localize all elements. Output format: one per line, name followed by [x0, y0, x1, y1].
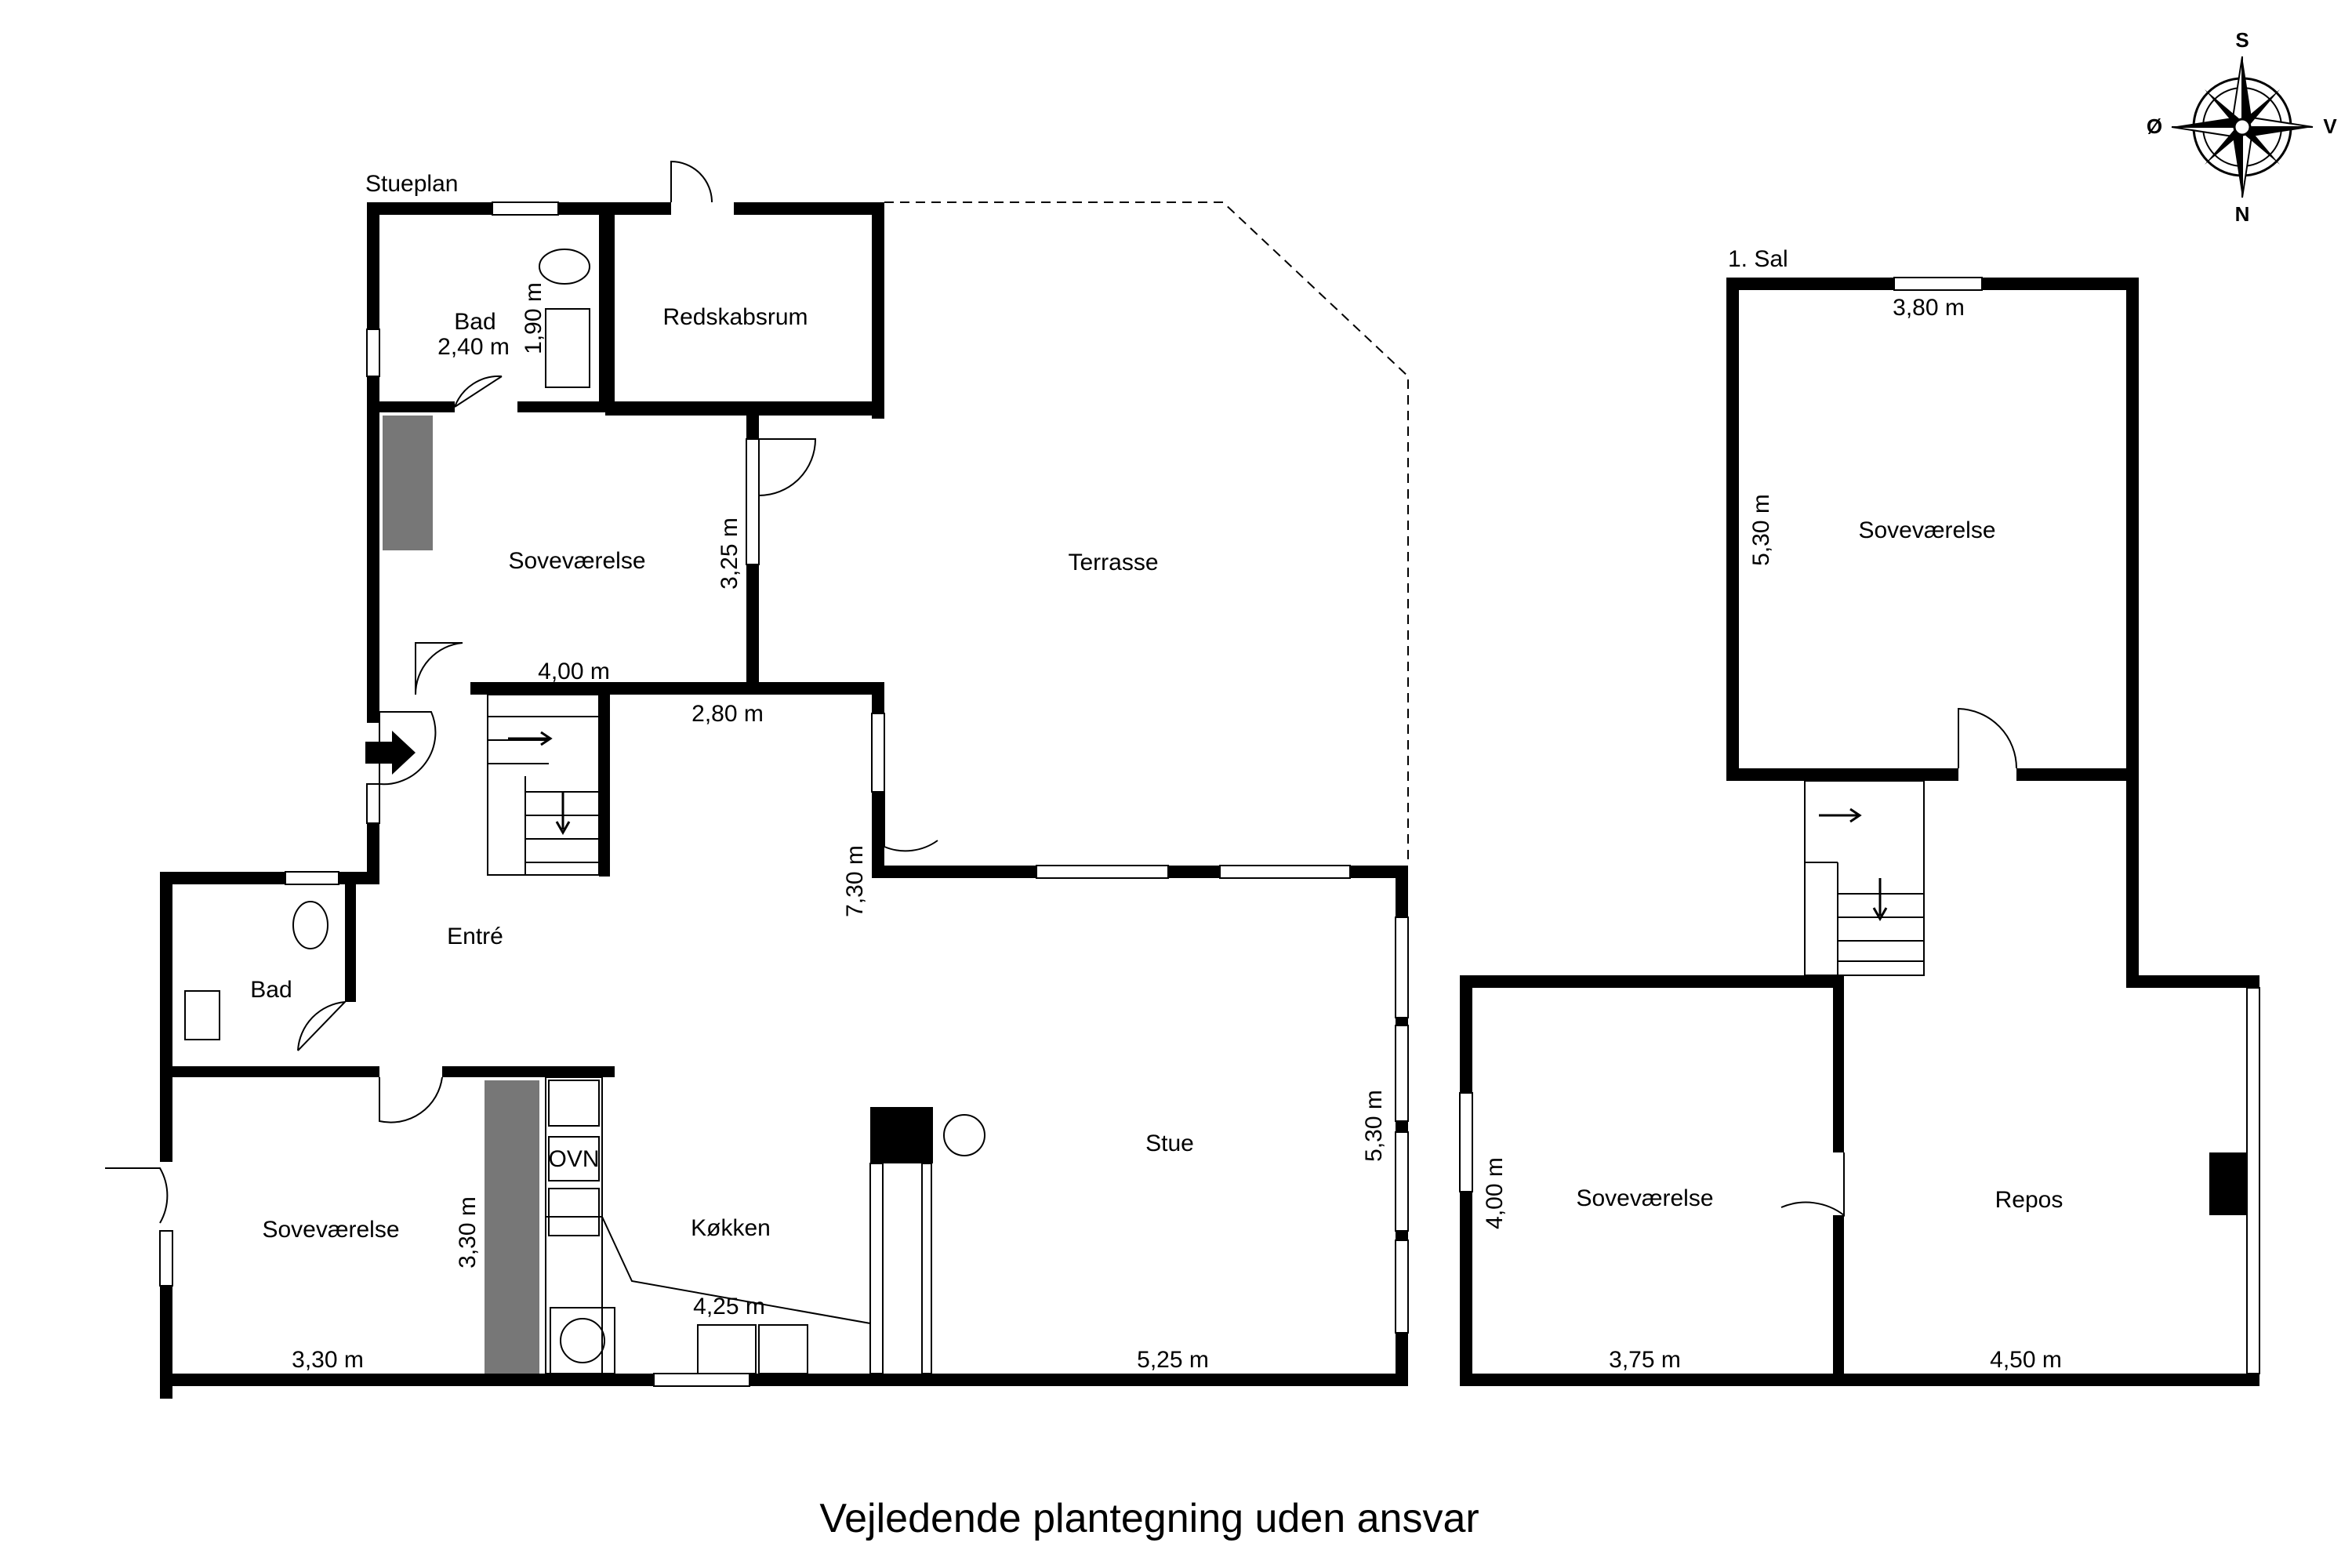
room-sovevaerelse-3: Soveværelse — [1858, 517, 1995, 543]
dim-sov2-h: 3,30 m — [455, 1196, 481, 1269]
dim-upper-sov2-w: 3,75 m — [1609, 1347, 1681, 1373]
room-redskabsrum: Redskabsrum — [662, 304, 808, 330]
room-sovevaerelse-2: Soveværelse — [262, 1217, 399, 1243]
dim-upper-sov-h: 5,30 m — [1748, 494, 1774, 566]
floor-label-first: 1. Sal — [1728, 246, 1788, 272]
dim-bad-h: 1,90 m — [521, 282, 546, 354]
room-bad-left: Bad — [250, 977, 292, 1003]
wardrobe-2 — [485, 1080, 539, 1374]
disclaimer: Vejledende plantegning uden ansvar — [819, 1496, 1479, 1541]
first-floor-doors — [1780, 707, 2017, 1218]
ground-floor-windows — [159, 201, 1409, 1387]
compass-n: N — [2235, 202, 2250, 226]
doors — [105, 160, 938, 1224]
dim-hall-w: 2,80 m — [691, 701, 764, 727]
compass-w: V — [2323, 114, 2337, 138]
floor-label-ground: Stueplan — [365, 171, 458, 197]
dim-bad-w: 2,40 m — [437, 334, 510, 360]
dim-koekken-w: 4,25 m — [693, 1294, 765, 1319]
room-repos: Repos — [1995, 1187, 2063, 1213]
room-stue: Stue — [1145, 1131, 1194, 1156]
compass-e: Ø — [2147, 114, 2162, 138]
dim-sov2-w: 3,30 m — [292, 1347, 364, 1373]
label-ovn: OVN — [548, 1146, 599, 1172]
first-floor-walls — [1460, 278, 2259, 1386]
dim-sov1-w: 4,00 m — [538, 659, 610, 684]
room-terrasse: Terrasse — [1068, 550, 1158, 575]
dim-stue-h: 5,30 m — [1361, 1090, 1387, 1162]
dim-stue-depth: 7,30 m — [842, 845, 868, 917]
wardrobe-1 — [383, 416, 433, 550]
kitchen-fixtures — [184, 249, 985, 1374]
room-bad-top: Bad — [454, 309, 495, 335]
stairs-first — [1804, 780, 1925, 976]
room-koekken: Køkken — [691, 1215, 771, 1241]
terrasse-outline — [884, 201, 1409, 866]
stairs-ground — [487, 694, 600, 876]
dim-upper-sov-w: 3,80 m — [1893, 295, 1965, 321]
room-sovevaerelse-4: Soveværelse — [1576, 1185, 1713, 1211]
entrance-arrow-icon — [365, 731, 416, 775]
dim-sov1-h: 3,25 m — [717, 517, 742, 590]
dim-repos-w: 4,50 m — [1990, 1347, 2062, 1373]
ground-floor-walls — [160, 202, 1408, 1399]
room-sovevaerelse-1: Soveværelse — [508, 548, 645, 574]
room-entre: Entré — [447, 924, 503, 949]
first-floor-windows — [1459, 277, 2260, 1374]
dim-upper-sov2-h: 4,00 m — [1482, 1157, 1508, 1229]
compass-s: S — [2235, 28, 2249, 52]
dim-stue-w: 5,25 m — [1137, 1347, 1209, 1373]
compass-icon — [2171, 56, 2314, 198]
